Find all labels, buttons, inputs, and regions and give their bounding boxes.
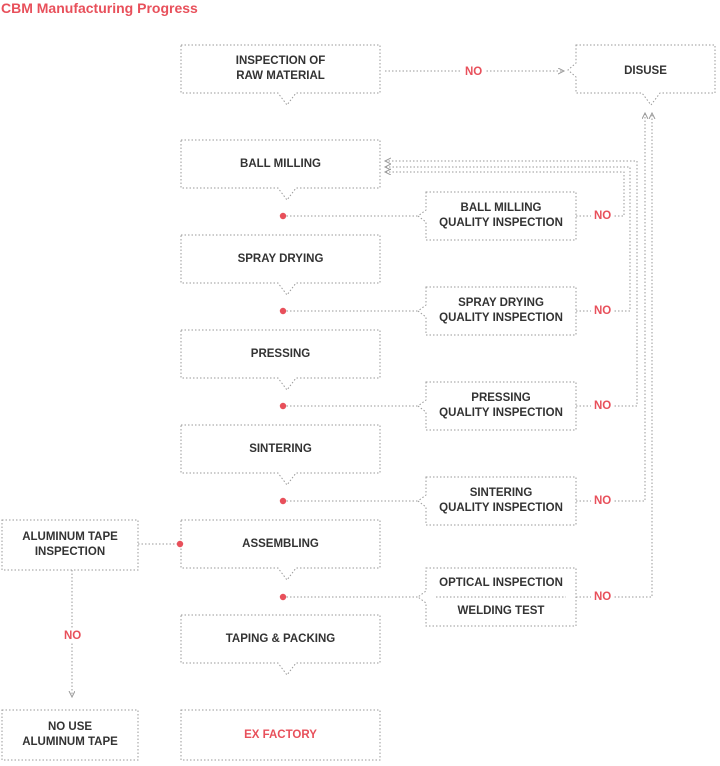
spray-drying-box — [180, 234, 381, 296]
no-label-aluminum: NO — [61, 629, 85, 643]
welding-test-label: WELDING TEST — [457, 604, 545, 617]
ball-milling-qi-return — [385, 172, 625, 217]
no-label-ball-milling: NO — [591, 209, 615, 223]
no-label-pressing: NO — [591, 399, 615, 413]
disuse-label: DISUSE — [624, 64, 667, 77]
spray-drying-qi-return — [385, 167, 631, 312]
dot-aluminum — [176, 540, 184, 548]
step-taping-packing: TAPING & PACKING — [225, 632, 336, 645]
pressing-qi-return — [385, 161, 638, 407]
step-pressing: PRESSING — [250, 347, 311, 360]
aluminum-inspection-box — [1, 519, 139, 571]
no-use-aluminum-label: NO USE ALUMINUM TAPE — [22, 721, 118, 748]
disuse-box — [567, 44, 716, 106]
aluminum-inspection-label: ALUMINUM TAPE INSPECTION — [22, 531, 118, 558]
dot-pressing — [279, 402, 287, 410]
page-title: CBM Manufacturing Progress — [1, 0, 198, 16]
pressing-qi-label: PRESSING QUALITY INSPECTION — [439, 392, 563, 419]
spray-drying-qi-box — [417, 286, 577, 336]
no-label-sintering: NO — [591, 494, 615, 508]
step-spray-drying: SPRAY DRYING — [237, 252, 324, 265]
sintering-qi-box — [417, 476, 577, 526]
pressing-box — [180, 329, 381, 391]
no-label-raw-material: NO — [462, 65, 486, 79]
optical-to-disuse — [576, 113, 652, 598]
optical-welding-box — [417, 567, 577, 627]
sintering-box — [180, 424, 381, 486]
taping-packing-box — [180, 614, 381, 676]
sintering-qi-label: SINTERING QUALITY INSPECTION — [439, 487, 563, 514]
step-ball-milling: BALL MILLING — [240, 157, 321, 170]
step-ex-factory: EX FACTORY — [244, 728, 317, 741]
step-raw-material: INSPECTION OF RAW MATERIAL — [235, 55, 326, 82]
no-label-optical: NO — [591, 590, 615, 604]
ball-milling-box — [180, 139, 381, 201]
raw-material-box — [180, 44, 381, 106]
dot-spray-drying — [279, 307, 287, 315]
spray-drying-qi-label: SPRAY DRYING QUALITY INSPECTION — [439, 297, 563, 324]
step-sintering: SINTERING — [249, 442, 312, 455]
ball-milling-qi-label: BALL MILLING QUALITY INSPECTION — [439, 202, 563, 229]
optical-inspection-label: OPTICAL INSPECTION — [439, 576, 563, 589]
assembling-box — [180, 519, 381, 581]
step-assembling: ASSEMBLING — [242, 537, 319, 550]
ball-milling-qi-box — [417, 191, 577, 241]
dot-sintering — [279, 497, 287, 505]
no-label-spray-drying: NO — [591, 304, 615, 318]
ex-factory-box — [180, 709, 381, 761]
dot-ball-milling — [279, 212, 287, 220]
dot-assembling — [279, 593, 287, 601]
no-use-aluminum-box — [1, 709, 139, 761]
pressing-qi-box — [417, 381, 577, 431]
